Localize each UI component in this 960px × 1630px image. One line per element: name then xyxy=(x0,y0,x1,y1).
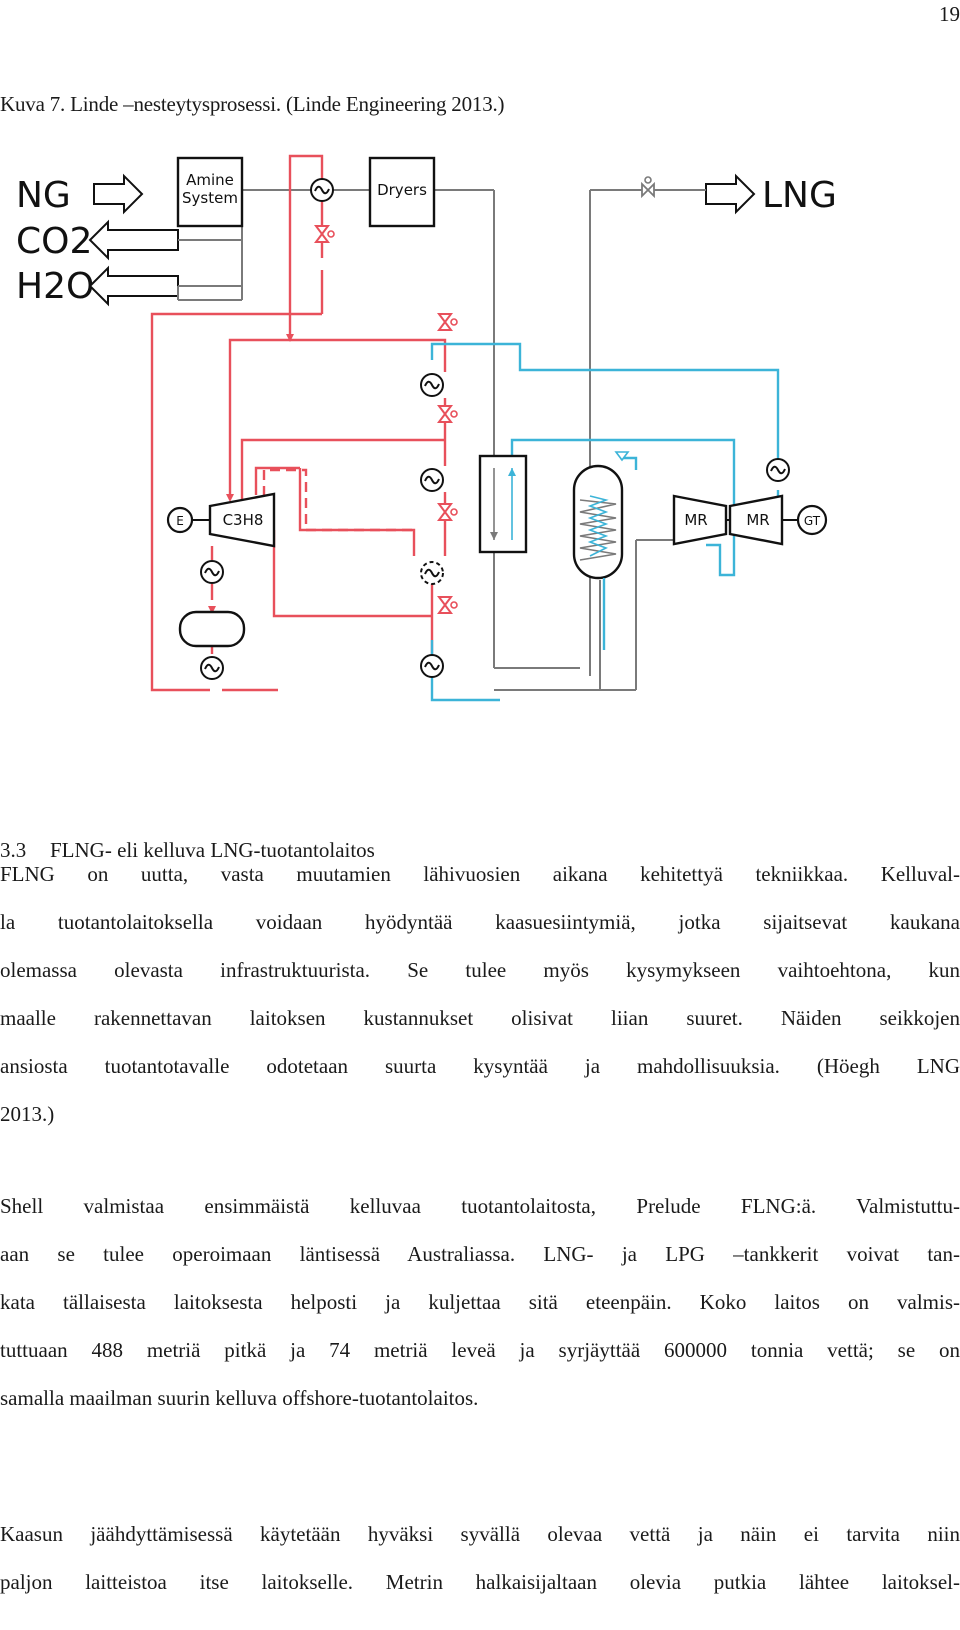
gas-turbine-label: GT xyxy=(804,514,821,528)
amine-system-box: Amine System xyxy=(176,156,244,228)
lng-outlet-arrow xyxy=(705,173,756,215)
amine-system-label-line1: Amine xyxy=(186,171,234,189)
paragraph-line: la tuotantolaitoksella voidaan hyödyntää… xyxy=(0,910,960,934)
feed-gas-cooler-icon xyxy=(310,178,334,202)
propane-arrowheads xyxy=(208,334,294,614)
h2o-label: H2O xyxy=(16,266,94,307)
mr-compressor-2: MR xyxy=(728,494,784,546)
propane-drum xyxy=(178,610,246,648)
paragraph-line: Shell valmistaa ensimmäistä kelluvaa tuo… xyxy=(0,1194,960,1218)
gas-turbine: GT xyxy=(796,504,828,536)
mr-compressor-1-label: MR xyxy=(684,511,707,529)
valve-icon-2 xyxy=(438,313,458,331)
e-motor-label: E xyxy=(176,514,184,528)
paragraph-line: aan se tulee operoimaan läntisessä Austr… xyxy=(0,1242,960,1266)
section-number: 3.3 xyxy=(0,838,27,862)
amine-system-label-line2: System xyxy=(182,189,238,207)
valve-icon-3 xyxy=(438,405,458,423)
propane-cooler-1-icon xyxy=(420,373,444,397)
process-diagram: NG CO2 H2O LNG xyxy=(0,150,880,730)
paragraph-2: Shell valmistaa ensimmäistä kelluvaa tuo… xyxy=(0,1182,960,1422)
ng-inlet-arrow xyxy=(93,173,144,215)
mr-intercooler-icon xyxy=(766,458,790,482)
paragraph-line: Kaasun jäähdyttämisessä käytetään hyväks… xyxy=(0,1522,960,1546)
lng-label: LNG xyxy=(762,175,837,216)
dryers-box: Dryers xyxy=(368,156,436,228)
paragraph-line: tuttuaan 488 metriä pitkä ja 74 metriä l… xyxy=(0,1338,960,1362)
paragraph-line: FLNG on uutta, vasta muutamien lähivuosi… xyxy=(0,862,960,886)
ng-label: NG xyxy=(16,175,71,216)
propane-dashed-line xyxy=(262,468,414,532)
paragraph-line: samalla maailman suurin kelluva offshore… xyxy=(0,1386,479,1410)
valve-icon-1 xyxy=(315,225,335,243)
propane-condenser-icon xyxy=(200,560,224,584)
dryers-label: Dryers xyxy=(377,181,427,199)
figure-caption: Kuva 7. Linde –nesteytysprosessi. (Linde… xyxy=(0,92,505,116)
c3h8-label: C3H8 xyxy=(223,511,264,529)
coil-wound-heat-exchanger xyxy=(572,451,630,590)
valve-icon-4 xyxy=(438,503,458,521)
co2-outlet-arrow xyxy=(88,219,179,261)
c3h8-compressor: C3H8 xyxy=(208,492,276,548)
section-heading: 3.3 FLNG- eli kelluva LNG-tuotantolaitos xyxy=(0,838,375,863)
plate-fin-exchanger xyxy=(478,454,528,554)
h2o-outlet-arrow xyxy=(88,265,179,307)
paragraph-line: 2013.) xyxy=(0,1102,55,1126)
mr-aftercooler-icon xyxy=(420,654,444,678)
propane-cooler-3-icon xyxy=(420,561,444,585)
lng-valve-icon xyxy=(641,176,655,199)
paragraph-line: ansiosta tuotantotavalle odotetaan suurt… xyxy=(0,1054,960,1078)
paragraph-line: paljon laitteistoa itse laitokselle. Met… xyxy=(0,1570,960,1594)
paragraph-3: Kaasun jäähdyttämisessä käytetään hyväks… xyxy=(0,1510,960,1606)
page-number: 19 xyxy=(939,2,960,26)
co2-label: CO2 xyxy=(16,221,92,262)
propane-cooler-2-icon xyxy=(420,468,444,492)
process-gas-lines xyxy=(177,189,706,691)
mr-compressor-2-label: MR xyxy=(746,511,769,529)
propane-refrigerant-lines xyxy=(150,154,447,692)
section-title: FLNG- eli kelluva LNG-tuotantolaitos xyxy=(50,838,375,862)
paragraph-1: FLNG on uutta, vasta muutamien lähivuosi… xyxy=(0,850,960,1138)
propane-subcooler-icon xyxy=(200,656,224,680)
paragraph-line: maalle rakennettavan laitoksen kustannuk… xyxy=(0,1006,960,1030)
e-motor: E xyxy=(166,506,210,534)
paragraph-line: olemassa olevasta infrastruktuurista. Se… xyxy=(0,958,960,982)
paragraph-line: kata tällaisesta laitoksesta helposti ja… xyxy=(0,1290,960,1314)
valve-icon-5 xyxy=(438,596,458,614)
mr-compressor-1: MR xyxy=(672,494,728,546)
